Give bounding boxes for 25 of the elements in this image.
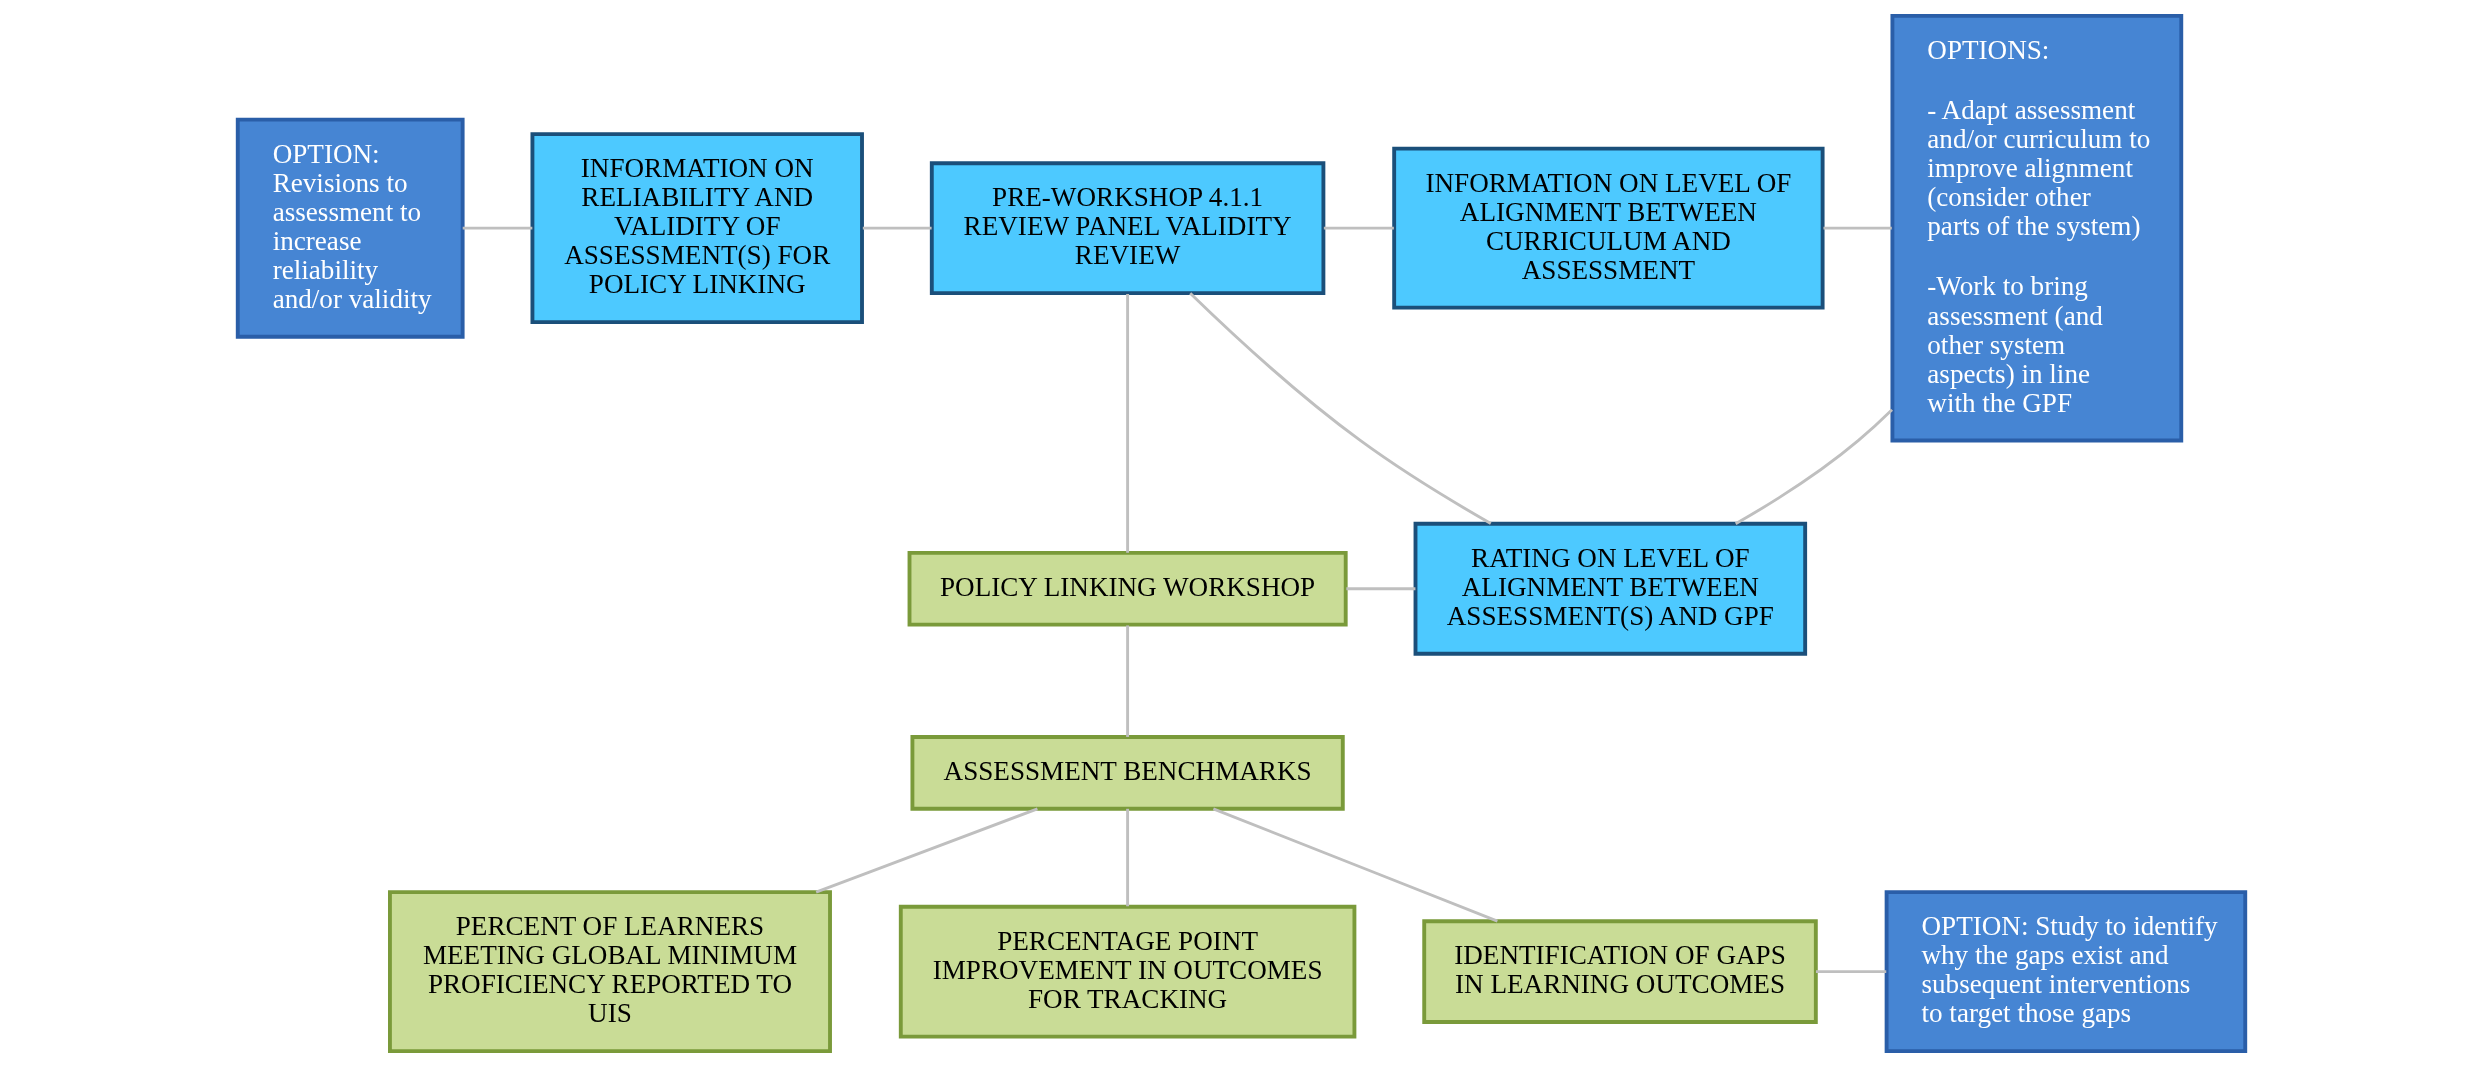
connector: [1815, 970, 1887, 974]
connector: [862, 226, 932, 230]
connector: [815, 807, 1038, 894]
connector: [1323, 226, 1394, 230]
connector: [462, 226, 533, 230]
connector: [1212, 807, 1498, 923]
connector: [1346, 587, 1416, 591]
node-box: ASSESSMENT BENCHMARKS: [910, 735, 1345, 811]
connector: [1734, 408, 1893, 525]
node-box: INFORMATION ON RELIABILITY AND VALIDITY OF ASSESSMENT(S) FOR POLICY LINKING: [530, 132, 864, 325]
connector: [1189, 292, 1492, 525]
node-box: RATING ON LEVEL OF ALIGNMENT BETWEEN ASSESSMENT(S) AND GPF: [1413, 521, 1808, 656]
node-box: PERCENT OF LEARNERS MEETING GLOBAL MINIMUM PROFICIENCY REPORTED TO UIS: [388, 890, 832, 1054]
node-box: INFORMATION ON LEVEL OF ALIGNMENT BETWEEN CURRICULUM AND ASSESSMENT: [1392, 146, 1825, 310]
node-box: OPTIONS: - Adapt assessment and/or curriculum to improve alignment (consider other parts of the system) -Work to bring assessment (and other system aspects) in line with the GPF: [1890, 13, 2184, 443]
node-box: PERCENTAGE POINT IMPROVEMENT IN OUTCOMES FOR TRACKING: [898, 904, 1357, 1039]
connector: [1126, 808, 1130, 907]
node-box: OPTION: Study to identify why the gaps exist and subsequent interventions to target those gaps: [1884, 890, 2248, 1054]
connector: [1126, 293, 1130, 553]
node-box: PRE-WORKSHOP 4.1.1 REVIEW PANEL VALIDITY REVIEW: [929, 161, 1326, 296]
connector: [1823, 226, 1892, 230]
connector: [1126, 625, 1130, 737]
node-box: OPTION: Revisions to assessment to increase reliability and/or validity: [235, 117, 465, 339]
node-box: IDENTIFICATION OF GAPS IN LEARNING OUTCOMES: [1422, 919, 1818, 1024]
node-box: POLICY LINKING WORKSHOP: [907, 550, 1348, 627]
